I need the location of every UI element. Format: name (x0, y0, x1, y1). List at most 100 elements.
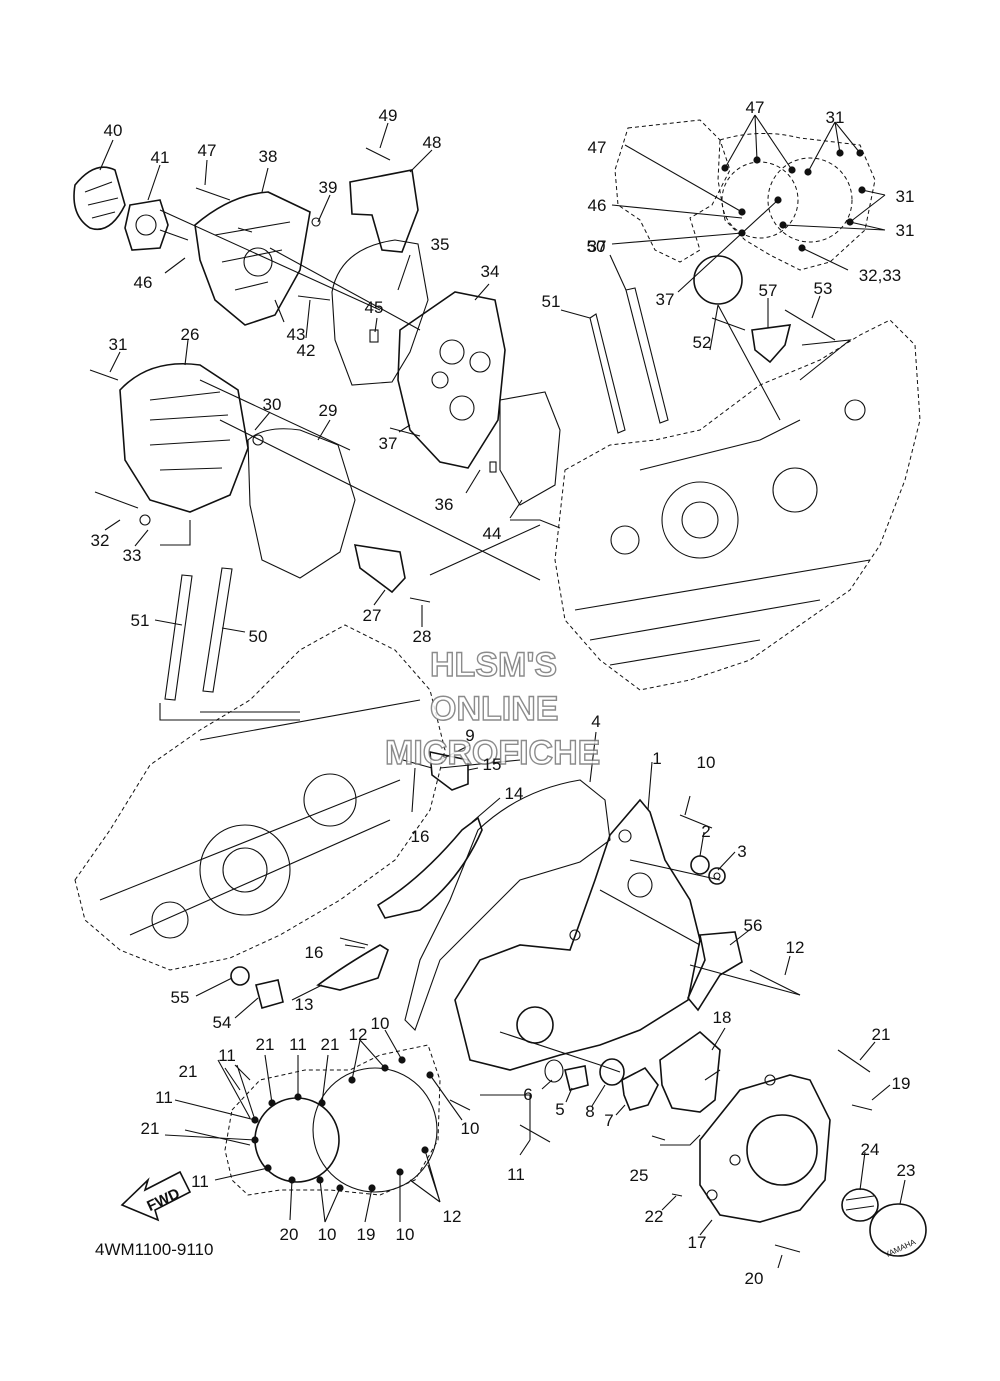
part-18-plate (659, 1030, 721, 1113)
callout-label: 17 (688, 1233, 707, 1252)
callout-label: 35 (431, 235, 450, 254)
callout-label: 40 (104, 121, 123, 140)
callout-label: 32,33 (859, 266, 902, 285)
crankcase-pattern (614, 119, 876, 271)
callout-label: 21 (321, 1035, 340, 1054)
part-13-guide (316, 944, 389, 991)
fasteners-top-left (89, 147, 497, 603)
leaders-center (449, 731, 891, 1156)
callout-label: 49 (379, 106, 398, 125)
leaders-left-middle (154, 619, 521, 1019)
callout-label: 50 (587, 237, 606, 256)
parts-55-54 (230, 966, 284, 1009)
watermark-line-3: MICROFICHE (385, 734, 600, 772)
part-4-gasket (404, 779, 611, 1032)
callout-label: 19 (892, 1074, 911, 1093)
callout-label: 30 (263, 395, 282, 414)
callout-label: 11 (289, 1035, 307, 1054)
part-15-bracket (429, 750, 469, 791)
part-48-bracket (349, 169, 419, 253)
part-51-stud (589, 313, 626, 434)
part-14-guide (376, 816, 483, 919)
part-50-stud-left (202, 567, 233, 693)
callout-label: 18 (713, 1008, 732, 1027)
callout-label: 51 (131, 611, 150, 630)
callout-label: 16 (305, 943, 324, 962)
callout-label: 37 (379, 434, 398, 453)
watermark-line-2: ONLINE (430, 690, 558, 728)
callout-label: 54 (213, 1013, 232, 1032)
crankcase-right-half (554, 319, 921, 691)
part-53-bolt (784, 309, 836, 341)
callout-label: 31 (896, 221, 915, 240)
callout-label: 46 (134, 273, 153, 292)
part-1-cover (454, 798, 701, 1071)
callout-label: 47 (198, 141, 217, 160)
callout-label: 15 (483, 755, 502, 774)
callout-label: 1 (652, 749, 661, 768)
part-17-cover (699, 1074, 831, 1223)
callout-label: 46 (588, 196, 607, 215)
callout-label: 3 (737, 842, 746, 861)
callout-label: 11 (191, 1172, 209, 1191)
part-38-cover (194, 191, 311, 326)
part-51-stud-left (164, 574, 193, 701)
part-34-cover (397, 291, 506, 469)
callout-label: 39 (319, 178, 338, 197)
leaders-right (429, 254, 852, 576)
callout-label: 4 (591, 712, 600, 731)
callout-label: 50 (249, 627, 268, 646)
callout-label: 12 (786, 938, 805, 957)
callout-label: 8 (585, 1102, 594, 1121)
callout-label: 51 (542, 292, 561, 311)
crankcase-left-half (74, 624, 446, 971)
drawing-code: 4WM1100-9110 (95, 1240, 213, 1259)
callout-label: 7 (604, 1111, 613, 1130)
callout-label: 19 (357, 1225, 376, 1244)
part-44-gasket (499, 391, 561, 506)
callout-label: 42 (297, 341, 316, 360)
callout-label: 12 (349, 1025, 368, 1044)
callout-label: 14 (505, 784, 524, 803)
leaders-bottom-right (661, 1151, 906, 1269)
callout-label: 11 (507, 1165, 525, 1184)
callout-label: 28 (413, 627, 432, 646)
callout-label: 47 (746, 98, 765, 117)
leaders-top-right (611, 114, 886, 293)
part-26-cover (119, 362, 249, 513)
fasteners-center (519, 814, 873, 1253)
part-57-tensioner (711, 317, 792, 364)
callout-label: 2 (701, 822, 710, 841)
callout-label: 21 (872, 1025, 891, 1044)
part-29-gasket (247, 428, 356, 579)
part-52-oring (693, 255, 743, 305)
callout-label: 25 (630, 1166, 649, 1185)
callout-label: 21 (141, 1119, 160, 1138)
callout-label: 32 (91, 531, 110, 550)
callout-label: 11 (155, 1088, 173, 1107)
callout-label: 13 (295, 995, 314, 1014)
callout-label: 6 (523, 1085, 532, 1104)
part-27-bracket (353, 544, 406, 594)
callout-label: 26 (181, 325, 200, 344)
leaders-bottom-left (164, 1029, 463, 1223)
callout-label: 16 (411, 827, 430, 846)
callout-label: 23 (897, 1161, 916, 1180)
callout-label: 36 (435, 495, 454, 514)
tightening-dots-top (721, 149, 866, 252)
callout-label: 10 (461, 1119, 480, 1138)
callout-label: 10 (371, 1014, 390, 1033)
parts-6-5-8-7 (544, 1058, 659, 1111)
callout-label: 31 (826, 108, 845, 127)
callout-label: 11 (218, 1046, 236, 1065)
callout-label: 57 (759, 281, 778, 300)
part-40-plate (73, 166, 126, 230)
leaders-top-left (99, 122, 541, 627)
callout-label: 38 (259, 147, 278, 166)
part-56-bracket (687, 931, 743, 1012)
fwd-arrow: FWD (120, 1170, 192, 1222)
callout-label: 48 (423, 133, 442, 152)
part-23-cap: YAMAHA (869, 1203, 927, 1260)
